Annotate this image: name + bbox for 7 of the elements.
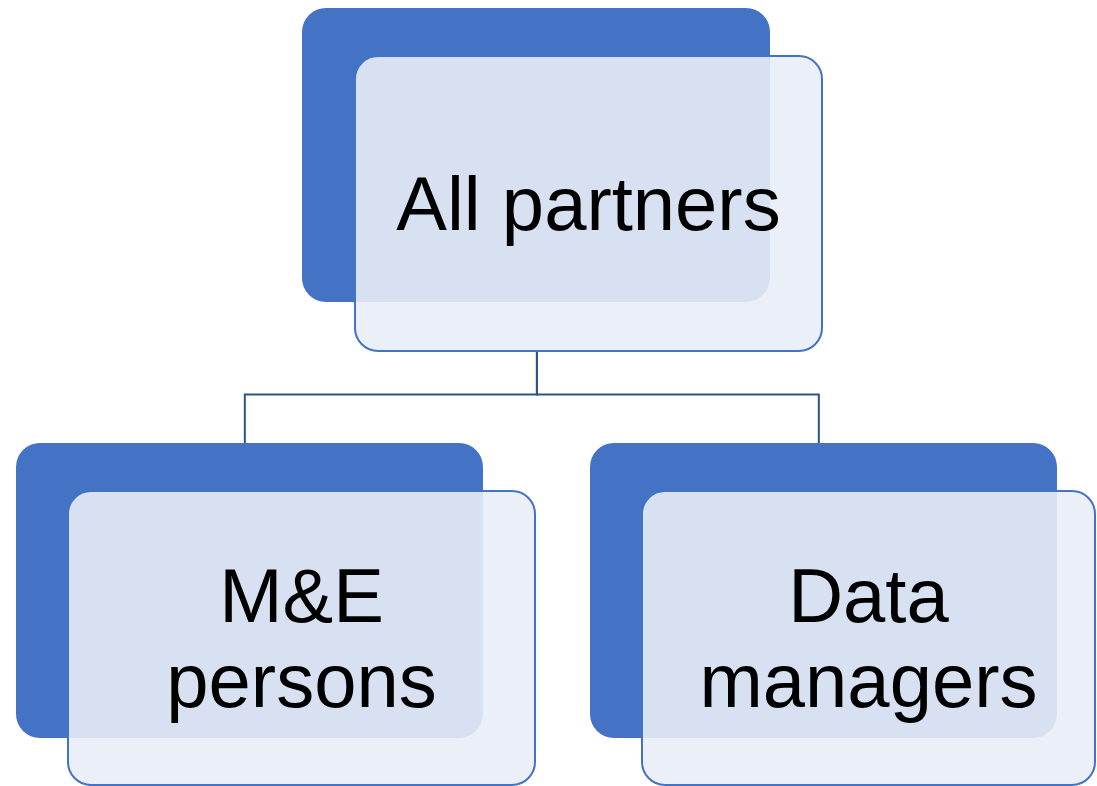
node-box bbox=[590, 443, 1096, 786]
node-label: M&E persons bbox=[165, 552, 438, 724]
node-box bbox=[302, 8, 823, 352]
node-label: Data managers bbox=[698, 552, 1039, 724]
connector-line bbox=[535, 351, 820, 444]
node-label: All partners bbox=[396, 160, 781, 247]
node-box bbox=[16, 443, 536, 786]
